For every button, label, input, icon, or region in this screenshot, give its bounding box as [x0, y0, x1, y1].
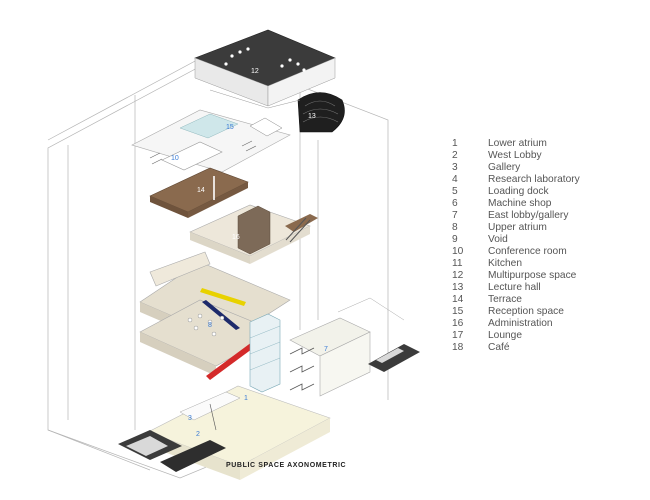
- admin-level: [189, 204, 318, 264]
- legend-label: Gallery: [488, 162, 521, 173]
- legend-label: Upper atrium: [488, 222, 547, 233]
- legend-label: Lecture hall: [488, 282, 541, 293]
- legend-item: 10 Conference room: [452, 246, 642, 258]
- legend-number: 2: [452, 150, 458, 161]
- legend-label: Terrace: [488, 294, 522, 305]
- legend-label: Loading dock: [488, 186, 549, 197]
- legend-item: 16 Administration: [452, 318, 642, 330]
- space-label-8: 8: [208, 322, 212, 329]
- atrium-level: [139, 251, 291, 393]
- legend-item: 17 Lounge: [452, 330, 642, 342]
- legend-number: 9: [452, 234, 458, 245]
- legend-number: 3: [452, 162, 458, 173]
- legend-item: 8 Upper atrium: [452, 222, 642, 234]
- legend-label: Conference room: [488, 246, 567, 257]
- legend-label: Administration: [488, 318, 553, 329]
- stair-red: [206, 342, 256, 380]
- legend-item: 6 Machine shop: [452, 198, 642, 210]
- legend-number: 12: [452, 270, 464, 281]
- reception-glass: [179, 113, 239, 139]
- legend-item: 14 Terrace: [452, 294, 642, 306]
- legend-number: 13: [452, 282, 464, 293]
- upper-level: [131, 109, 291, 218]
- legend-label: East lobby/gallery: [488, 210, 569, 221]
- legend-item: 5 Loading dock: [452, 186, 642, 198]
- legend-item: 9 Void: [452, 234, 642, 246]
- legend-item: 11 Kitchen: [452, 258, 642, 270]
- legend-item: 15 Reception space: [452, 306, 642, 318]
- legend-number: 8: [452, 222, 458, 233]
- legend-item: 7 East lobby/gallery: [452, 210, 642, 222]
- east-lobby: [289, 297, 420, 397]
- lecture-hall: [297, 92, 345, 133]
- legend-number: 14: [452, 294, 464, 305]
- legend-number: 11: [452, 258, 463, 269]
- legend-number: 17: [452, 330, 464, 341]
- legend-item: 18 Café: [452, 342, 642, 354]
- conference-room: [161, 141, 223, 171]
- legend-number: 18: [452, 342, 464, 353]
- space-labels: 1 2 3 7 8 10 12 13 14 15 16: [171, 68, 328, 438]
- legend-label: Void: [488, 234, 508, 245]
- legend-item: 2 West Lobby: [452, 150, 642, 162]
- diagram-caption: PUBLIC SPACE AXONOMETRIC: [226, 462, 347, 469]
- space-label-1: 1: [244, 395, 248, 402]
- legend-label: Research laboratory: [488, 174, 580, 185]
- space-label-2: 2: [196, 431, 200, 438]
- loading-dock-ramp: [368, 344, 420, 372]
- space-label-7: 7: [324, 346, 328, 353]
- legend-number: 4: [452, 174, 458, 185]
- stair-navy: [202, 300, 240, 330]
- top-level: [194, 29, 345, 133]
- space-label-10: 10: [171, 155, 179, 162]
- lift-core: [249, 313, 281, 393]
- legend-label: Machine shop: [488, 198, 552, 209]
- legend-label: Kitchen: [488, 258, 522, 269]
- legend: 1 Lower atrium 2 West Lobby 3 Gallery 4 Researc…: [452, 138, 642, 354]
- legend-label: West Lobby: [488, 150, 542, 161]
- legend-number: 7: [452, 210, 458, 221]
- space-label-15: 15: [226, 124, 234, 131]
- space-label-3: 3: [188, 415, 192, 422]
- space-label-14: 14: [197, 187, 205, 194]
- legend-number: 16: [452, 318, 464, 329]
- ground-level: [118, 385, 331, 480]
- legend-label: Café: [488, 342, 510, 353]
- legend-item: 13 Lecture hall: [452, 282, 642, 294]
- space-label-16: 16: [232, 234, 240, 241]
- legend-number: 10: [452, 246, 464, 257]
- space-label-13: 13: [308, 113, 316, 120]
- legend-item: 12 Multipurpose space: [452, 270, 642, 282]
- legend-label: Multipurpose space: [488, 270, 577, 281]
- legend-number: 1: [452, 138, 458, 149]
- space-label-12: 12: [251, 68, 259, 75]
- legend-item: 3 Gallery: [452, 162, 642, 174]
- legend-label: Lower atrium: [488, 138, 547, 149]
- legend-number: 5: [452, 186, 458, 197]
- legend-label: Reception space: [488, 306, 564, 317]
- legend-number: 6: [452, 198, 458, 209]
- administration-core: [237, 205, 271, 255]
- stair-yellow: [200, 288, 246, 306]
- legend-item: 1 Lower atrium: [452, 138, 642, 150]
- legend-number: 15: [452, 306, 464, 317]
- legend-label: Lounge: [488, 330, 522, 341]
- legend-item: 4 Research laboratory: [452, 174, 642, 186]
